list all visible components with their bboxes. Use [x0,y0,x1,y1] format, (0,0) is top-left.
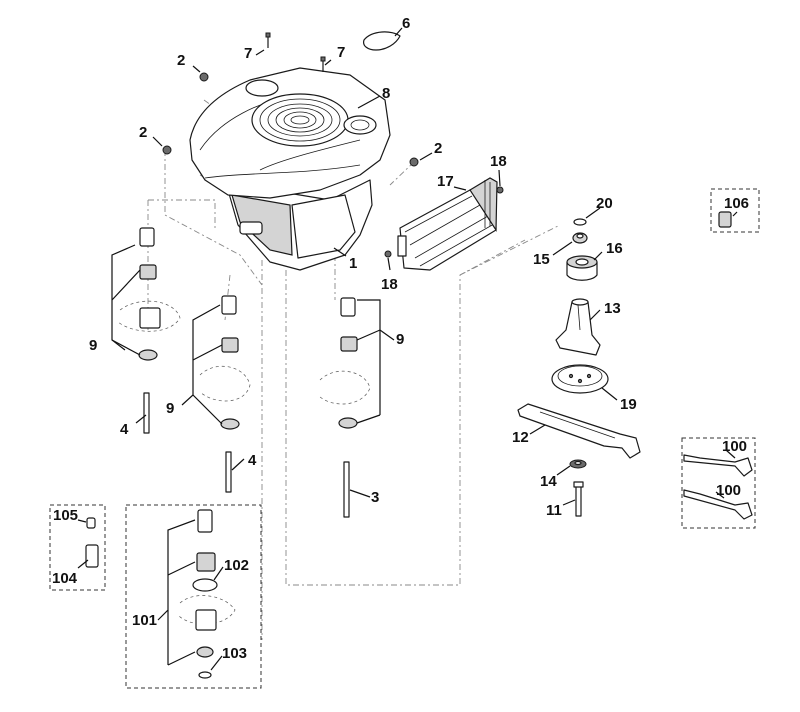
cap-6 [363,31,401,51]
callout-2-a: 2 [177,52,185,69]
callout-9-b: 9 [166,400,174,417]
callout-17: 17 [437,173,454,190]
screw-18-a [496,186,504,194]
callout-100-a: 100 [722,438,747,455]
callout-18-a: 18 [490,153,507,170]
callout-100-b: 100 [716,482,741,499]
blade-12 [517,403,641,459]
part-104 [85,544,99,568]
bolt-3 [343,461,350,518]
callout-2-c: 2 [434,140,442,157]
set-101-parts [177,509,236,679]
nut-2-b [162,145,172,155]
bolt-11 [573,481,584,517]
callout-104: 104 [52,570,78,587]
callout-19: 19 [620,396,637,413]
nut-2-c [409,157,419,167]
crankshaft-set-9-mid [199,295,251,430]
callout-4-a: 4 [120,421,129,438]
screw-7-a [265,32,271,48]
blade-adapter-13 [555,298,601,356]
callout-3: 3 [371,489,379,506]
callout-13: 13 [604,300,621,317]
bearing-15 [572,232,588,244]
callout-16: 16 [606,240,623,257]
part-105 [86,517,96,529]
leader-lines [77,27,738,671]
callout-12: 12 [512,429,529,446]
callout-4-b: 4 [248,452,257,469]
crankshaft-set-9-right [317,297,371,429]
callout-102: 102 [224,557,249,574]
washer-14 [569,459,587,469]
washer-20 [573,218,587,226]
callout-101: 101 [132,612,157,629]
callout-15: 15 [533,251,550,268]
set-box-106 [710,188,760,233]
callout-8: 8 [382,85,390,102]
callout-1: 1 [349,255,357,272]
callout-6: 6 [402,15,410,32]
set-box-101 [125,504,262,689]
engine-assembly [189,67,391,271]
blade-100-a [683,454,753,477]
nut-2-a [199,72,209,82]
callout-20: 20 [596,195,613,212]
callout-18-b: 18 [381,276,398,293]
blade-12-ridge [539,411,616,439]
air-filter-17 [397,177,498,271]
callout-106: 106 [724,195,749,212]
screw-18-b [384,250,392,258]
hub-16 [566,255,598,281]
blade-100-b [683,489,753,520]
screw-7-b [320,56,326,72]
support-disc-19 [551,364,609,394]
part-106 [718,211,732,228]
callout-11: 11 [546,502,562,519]
set-box-100 [681,437,756,529]
callout-103: 103 [222,645,247,662]
callout-105: 105 [53,507,78,524]
callout-9-a: 9 [89,337,97,354]
bolt-4-mid [225,451,232,493]
callout-7-b: 7 [337,44,345,61]
callout-2-b: 2 [139,124,147,141]
bolt-4-left [143,392,150,434]
callout-14: 14 [540,473,557,490]
callout-7-a: 7 [244,45,252,62]
callout-9-c: 9 [396,331,404,348]
